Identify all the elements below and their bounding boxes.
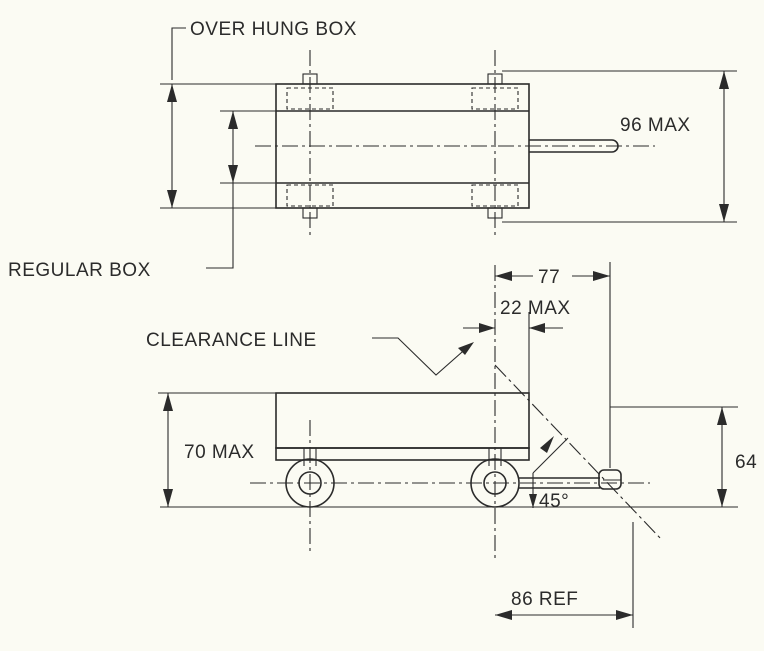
dim-70-arrow-top [163,393,173,411]
dim-22-max-label: 22 MAX [500,298,571,319]
dim-22-arrow-right [529,323,545,333]
dim-64-arrow-top [717,407,727,425]
clearance-line-leader-arrow [458,342,474,355]
dim-96-arrow-bottom [719,204,729,222]
angle-45-arrow-down [529,494,537,508]
dim-86-arrow-left [495,610,512,620]
dim-22-arrow-left [479,323,495,333]
regular-box-arrow-bottom [228,165,238,183]
side-chassis [275,447,530,461]
dim-64-label: 64 [735,452,757,473]
dim-70-arrow-bottom [163,489,173,507]
dim-77-arrow-left [495,271,512,281]
over-hung-box-arrow-top [167,84,177,102]
angle-45-label: 45° [539,491,569,512]
dim-77-arrow-right [593,271,610,281]
dim-70-max-label: 70 MAX [184,442,255,463]
over-hung-box-arrow-bottom [167,190,177,208]
dim-96-max-label: 96 MAX [620,115,691,136]
clearance-line [494,364,663,541]
side-box-outline [275,392,530,449]
over-hung-box-label: OVER HUNG BOX [190,19,357,40]
angle-45-leader [532,437,569,474]
dim-86-arrow-right [616,610,633,620]
side-view: CLEARANCE LINE 45° 77 22 MAX 70 MAX 64 [146,262,757,628]
clearance-line-leader [372,337,471,376]
dim-77-label: 77 [538,267,560,288]
dim-64-arrow-bottom [717,489,727,507]
regular-box-arrow-top [228,111,238,129]
over-hung-box-leader [171,27,186,80]
plan-tow-bar [529,139,619,153]
dim-86-ref-label: 86 REF [511,589,578,610]
regular-box-leader [206,183,234,269]
plan-view: OVER HUNG BOX REGULAR BOX 96 MAX [8,19,737,281]
regular-box-label: REGULAR BOX [8,260,151,281]
clearance-line-label: CLEARANCE LINE [146,330,317,351]
angle-45-arrow-up [540,436,554,453]
dim-96-arrow-top [719,71,729,89]
